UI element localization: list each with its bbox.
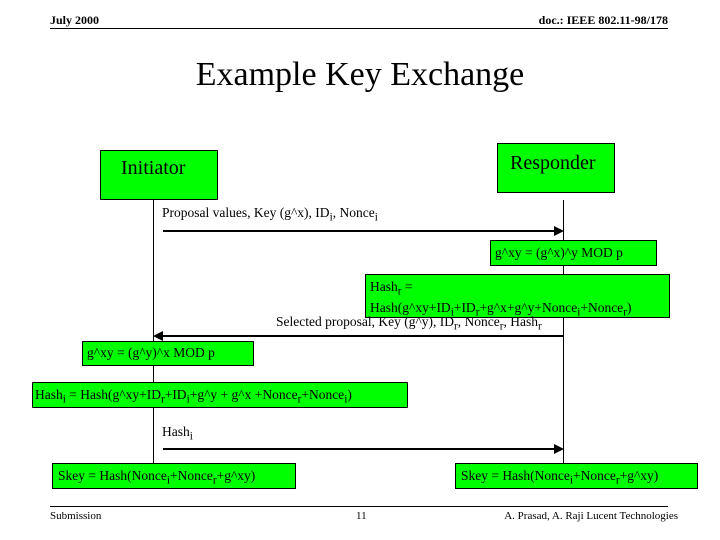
footer-submission: Submission	[50, 510, 102, 522]
skey-responder-box: Skey = Hash(Noncei+Noncer+g^xy)	[455, 463, 698, 489]
responder-gxy-text: g^xy = (g^x)^y MOD p	[495, 245, 623, 260]
initiator-box: Initiator	[100, 150, 218, 200]
hash-i-box: Hashi = Hash(g^xy+IDr+IDi+g^y + g^x +Non…	[32, 382, 408, 408]
hash-r-line1: Hashr =	[370, 279, 413, 298]
footer-authors: A. Prasad, A. Raji Lucent Technologies	[504, 510, 678, 522]
header-rule	[50, 28, 668, 29]
selected-proposal-arrowhead	[153, 331, 163, 341]
selected-proposal-arrow	[163, 335, 563, 337]
initiator-gxy-box: g^xy = (g^y)^x MOD p	[82, 341, 254, 366]
responder-box: Responder	[497, 143, 615, 193]
proposal-message-label: Proposal values, Key (g^x), IDi, Noncei	[162, 205, 378, 224]
header-date: July 2000	[50, 13, 100, 27]
footer-rule	[50, 506, 668, 507]
responder-label: Responder	[510, 152, 596, 174]
hash-i-arrowhead	[554, 444, 564, 454]
hash-r-line2: Hash(g^xy+IDi+IDr+g^x+g^y+Noncei+Noncer)	[370, 299, 632, 319]
responder-gxy-box: g^xy = (g^x)^y MOD p	[490, 240, 657, 266]
footer-page-number: 11	[356, 510, 367, 522]
hash-i-arrow	[163, 448, 555, 450]
skey-initiator-box: Skey = Hash(Noncei+Noncer+g^xy)	[52, 463, 296, 489]
skey-responder-text: Skey = Hash(Noncei+Noncer+g^xy)	[461, 468, 659, 487]
selected-proposal-label: Selected proposal, Key (g^y), IDr, Nonce…	[276, 314, 542, 333]
hash-i-message-label: Hashi	[162, 424, 193, 443]
skey-initiator-text: Skey = Hash(Noncei+Noncer+g^xy)	[58, 468, 256, 487]
initiator-gxy-text: g^xy = (g^y)^x MOD p	[87, 345, 215, 360]
slide-title: Example Key Exchange	[195, 56, 525, 93]
hash-r-box: Hashr = Hash(g^xy+IDi+IDr+g^x+g^y+Noncei…	[365, 274, 670, 318]
responder-lifeline	[563, 200, 564, 488]
proposal-arrow	[163, 230, 555, 232]
hash-i-text: Hashi = Hash(g^xy+IDr+IDi+g^y + g^x +Non…	[35, 387, 352, 406]
initiator-label: Initiator	[121, 157, 186, 179]
proposal-arrowhead	[554, 226, 564, 236]
header-doc-id: doc.: IEEE 802.11-98/178	[538, 13, 668, 27]
